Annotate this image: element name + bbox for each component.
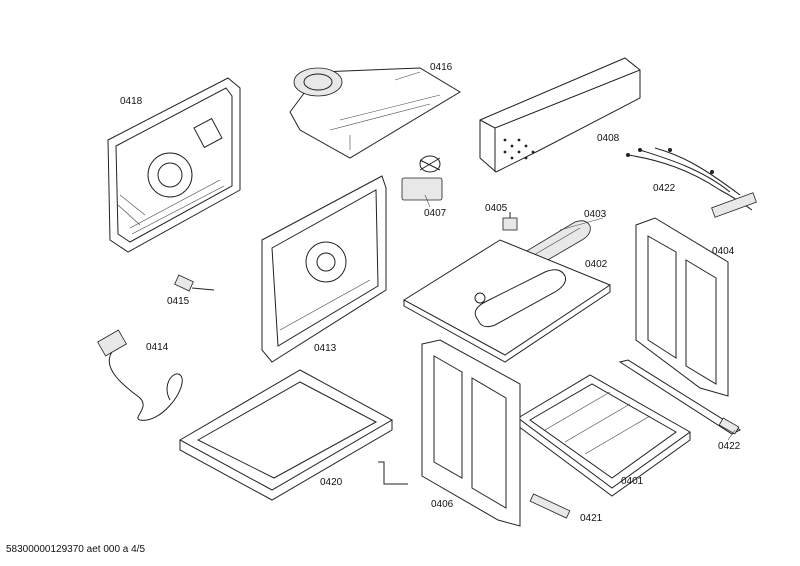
inner-back-panel-0413-drawing — [261, 175, 387, 363]
label-0415: 0415 — [167, 296, 190, 307]
label-0406: 0406 — [431, 499, 454, 510]
label-0405: 0405 — [485, 203, 508, 214]
label-0408: 0408 — [597, 133, 620, 144]
fan-motor-0407-drawing — [401, 155, 443, 201]
channel-cover-0408-drawing — [479, 57, 641, 173]
oven-floor-0401-drawing — [517, 374, 691, 497]
label-0414: 0414 — [146, 342, 169, 353]
label-0413: 0413 — [314, 343, 337, 354]
label-0420: 0420 — [320, 477, 343, 488]
rail-0422-drawing — [618, 359, 742, 435]
thermostat-0405-drawing — [502, 212, 518, 231]
connector-0415-drawing — [174, 274, 215, 292]
document-footer: 58300000129370 aet 000 a 4/5 — [6, 544, 146, 555]
label-0401: 0401 — [621, 476, 644, 487]
label-0421: 0421 — [580, 513, 603, 524]
label-0422-harness: 0422 — [653, 183, 676, 194]
fan-housing-0416-drawing — [289, 67, 461, 159]
side-panel-0406-drawing — [421, 339, 521, 527]
side-panel-0404-drawing — [635, 217, 729, 397]
rear-panel-0418-drawing — [107, 77, 241, 253]
wiring-harness-0422-drawing — [626, 147, 757, 218]
label-0422-rail: 0422 — [718, 441, 741, 452]
label-0404: 0404 — [712, 246, 735, 257]
label-0407: 0407 — [424, 208, 447, 219]
power-cord-0414-drawing — [97, 329, 183, 421]
label-0418: 0418 — [120, 96, 143, 107]
bottom-tray-0420-drawing — [178, 369, 394, 501]
l-bracket-drawing — [378, 461, 408, 485]
leader-lines — [394, 71, 736, 441]
label-0416: 0416 — [430, 62, 453, 73]
rail-piece-0421-drawing — [529, 493, 571, 519]
label-0402: 0402 — [585, 259, 608, 270]
oven-top-0402-drawing — [403, 239, 612, 363]
label-0403: 0403 — [584, 209, 607, 220]
